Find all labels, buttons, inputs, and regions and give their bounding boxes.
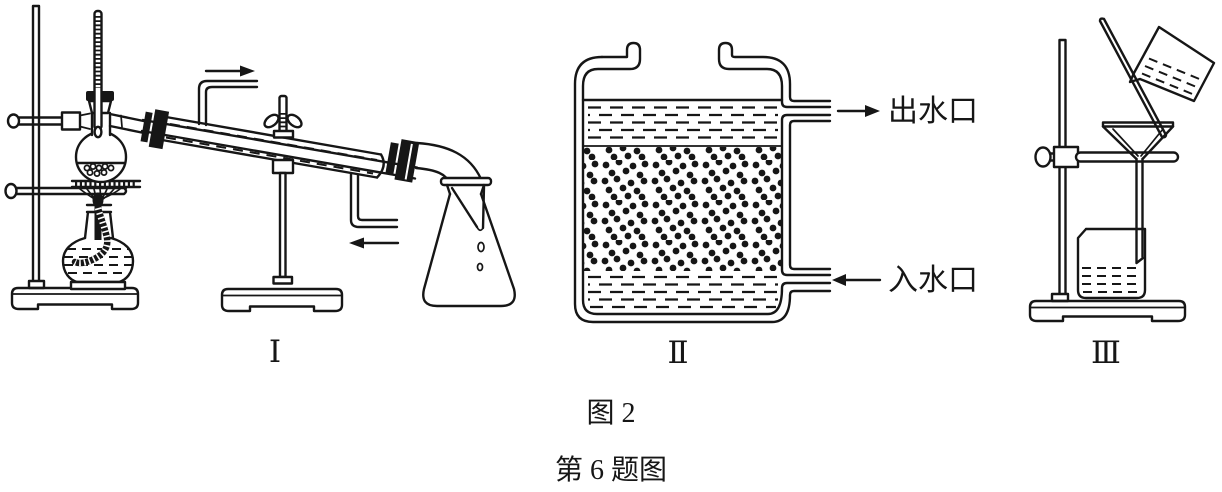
condenser-water-outlet-tube [197,79,259,127]
boiling-stones [83,163,115,177]
condenser-stand [220,158,344,313]
apparatus-adsorption-tank: 出水口 入水口 Ⅱ [573,41,978,371]
tank-water-bottom [588,275,778,309]
tank-water-top [588,106,778,139]
erlenmeyer-flask [422,176,516,308]
filter-media-granules [584,147,781,271]
captions: 图 2 第 6 题图 [555,398,667,486]
condenser-water-inlet-tube [349,172,399,229]
apparatus-distillation: Ⅰ [4,4,516,370]
apparatus-label-1: Ⅰ [269,334,281,370]
condenser-clamp-screw [263,94,303,139]
funnel-clamp [1034,145,1180,169]
pouring-liquid [1141,57,1204,97]
condenser-right-stopper [385,139,420,183]
condenser-left-stopper [140,109,170,150]
condenser-water-dashes [165,123,378,175]
flame [79,188,121,208]
question-caption: 第 6 题图 [555,454,667,486]
tank-body [573,41,832,324]
filter-funnel [1101,121,1175,265]
pouring-beaker [1128,25,1216,103]
apparatus-label-2: Ⅱ [667,335,688,371]
inlet-label: 入水口 [888,264,978,297]
lamp-wick [71,204,111,267]
condenser [140,65,420,249]
outlet-label: 出水口 [888,95,978,128]
figure-caption: 图 2 [586,398,635,429]
liquid-drop [477,241,485,253]
funnel-support-ring [1074,151,1180,163]
flask-clamp [6,111,91,131]
inlet-arrow-icon [832,274,882,286]
distillation-flask [74,91,148,184]
funnel-stem [1135,157,1145,265]
flask-side-arm [108,112,148,135]
apparatus-label-3: Ⅲ [1091,335,1121,371]
liquid-drop [476,262,484,272]
arrow-left-icon [349,237,400,249]
outlet-arrow-icon [836,105,880,117]
ring-clamp [4,182,128,200]
apparatus-filtration: Ⅲ [1028,17,1216,371]
collecting-beaker [1076,227,1147,300]
iron-stand [10,4,140,311]
arrow-right-icon [204,65,255,77]
thermometer [93,9,103,139]
